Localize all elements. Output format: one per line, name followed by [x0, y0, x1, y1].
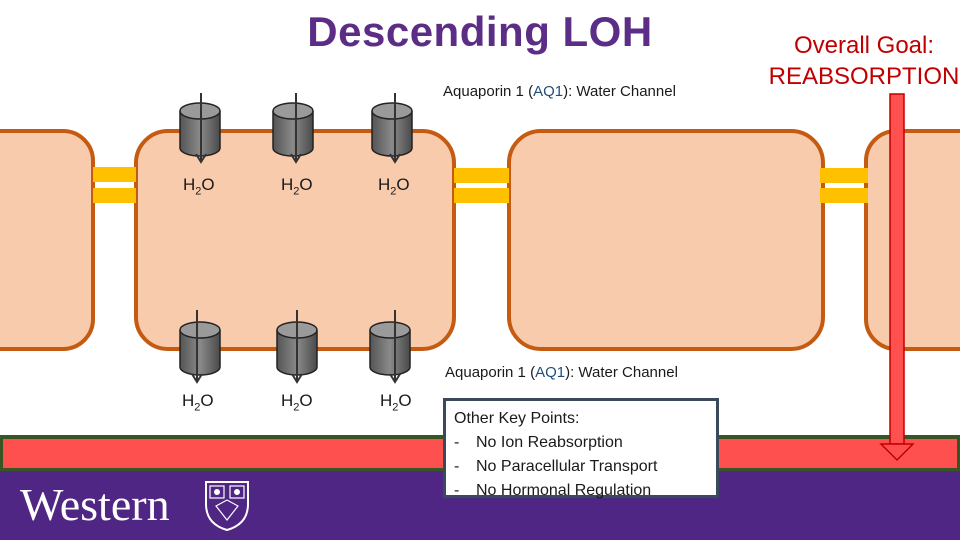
water-label: H2O [281, 175, 313, 198]
reabsorption-arrow [879, 93, 915, 462]
epithelial-cell-center [134, 129, 456, 351]
water-label: H2O [281, 391, 313, 414]
aquaporin-description: ): Water Channel [563, 83, 676, 100]
aquaporin-name: Aquaporin 1 ( [443, 83, 534, 100]
western-crest-icon [205, 481, 249, 532]
aquaporin-channel-icon [371, 102, 413, 157]
overall-goal: Overall Goal: REABSORPTION [768, 30, 960, 92]
water-label: H2O [380, 391, 412, 414]
epithelial-cell-right [507, 129, 825, 351]
aquaporin-label-top: Aquaporin 1 (AQ1): Water Channel [443, 83, 676, 100]
water-label: H2O [183, 175, 215, 198]
key-points-box: Other Key Points: -No Ion Reabsorption -… [443, 398, 719, 499]
water-label: H2O [182, 391, 214, 414]
aquaporin-code: AQ1 [533, 83, 564, 100]
aquaporin-channel-icon [272, 102, 314, 157]
water-label: H2O [378, 175, 410, 198]
aquaporin-code: AQ1 [535, 364, 566, 381]
key-points-heading: Other Key Points: [454, 410, 580, 427]
tight-junction-3 [820, 168, 868, 203]
tight-junction-2 [454, 168, 509, 203]
water-flow-arrows-bottom [191, 310, 401, 384]
goal-reabsorption: REABSORPTION [768, 63, 960, 90]
key-point-item: -No Ion Reabsorption [454, 434, 623, 451]
key-point-item: -No Hormonal Regulation [454, 482, 652, 499]
aquaporin-channel-icon [369, 321, 411, 376]
tight-junction-1 [93, 167, 136, 203]
aquaporin-name: Aquaporin 1 ( [445, 364, 536, 381]
aquaporin-description: ): Water Channel [565, 364, 678, 381]
epithelial-cell-left [0, 129, 95, 351]
aquaporin-label-bottom: Aquaporin 1 (AQ1): Water Channel [445, 364, 678, 381]
key-point-item: -No Paracellular Transport [454, 458, 658, 475]
western-logo-text: Western [20, 479, 170, 530]
goal-heading: Overall Goal: [793, 32, 935, 59]
aquaporin-channel-icon [179, 321, 221, 376]
water-flow-arrows-top [195, 93, 401, 164]
slide-title: Descending LOH [307, 8, 653, 55]
epithelial-cell-edge [864, 129, 960, 351]
